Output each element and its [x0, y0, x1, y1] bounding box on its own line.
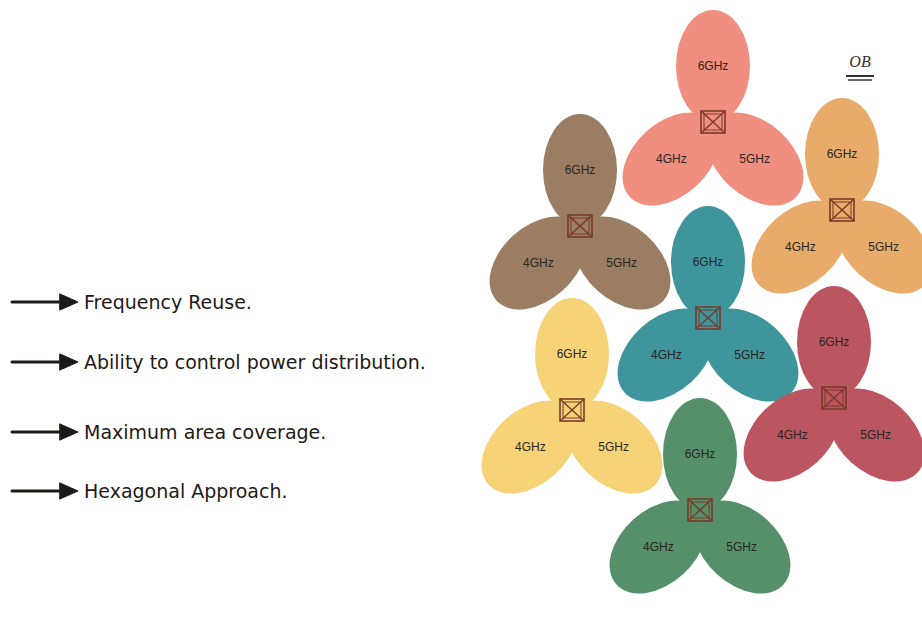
bullet-note: Frequency Reuse.	[84, 291, 252, 313]
bullet-note: Maximum area coverage.	[84, 421, 326, 443]
bullet-note: Hexagonal Approach.	[84, 480, 288, 502]
antenna-lobe: 6GHz	[638, 392, 762, 516]
antenna-icon	[568, 215, 592, 237]
signature-underline	[846, 75, 874, 77]
antenna-icon	[822, 387, 846, 409]
antenna-icon	[688, 499, 712, 521]
antenna-lobe: 5GHz	[693, 97, 817, 221]
antenna-lobe: 6GHz	[510, 292, 634, 416]
antenna-lobe: 6GHz	[651, 4, 775, 128]
antenna-icon	[701, 111, 725, 133]
frequency-label: 6GHz	[518, 108, 642, 232]
frequency-label: 5GHz	[814, 373, 922, 497]
frequency-label: 6GHz	[638, 392, 762, 516]
antenna-lobe: 6GHz	[646, 200, 770, 324]
antenna-icon	[560, 399, 584, 421]
antenna-lobe: 6GHz	[780, 92, 904, 216]
frequency-label: 5GHz	[693, 97, 817, 221]
frequency-label: 6GHz	[510, 292, 634, 416]
frequency-label: 6GHz	[780, 92, 904, 216]
frequency-label: 6GHz	[772, 280, 896, 404]
frequency-label: 5GHz	[552, 385, 676, 509]
antenna-lobe: 5GHz	[680, 485, 804, 609]
antenna-lobe: 6GHz	[772, 280, 896, 404]
antenna-lobe: 5GHz	[552, 385, 676, 509]
frequency-label: 6GHz	[646, 200, 770, 324]
antenna-icon	[696, 307, 720, 329]
antenna-lobe: 6GHz	[518, 108, 642, 232]
frequency-label: 6GHz	[651, 4, 775, 128]
signature: OB	[849, 53, 870, 71]
antenna-icon	[830, 199, 854, 221]
frequency-label: 5GHz	[680, 485, 804, 609]
bullet-note: Ability to control power distribution.	[84, 351, 426, 373]
antenna-lobe: 5GHz	[814, 373, 922, 497]
